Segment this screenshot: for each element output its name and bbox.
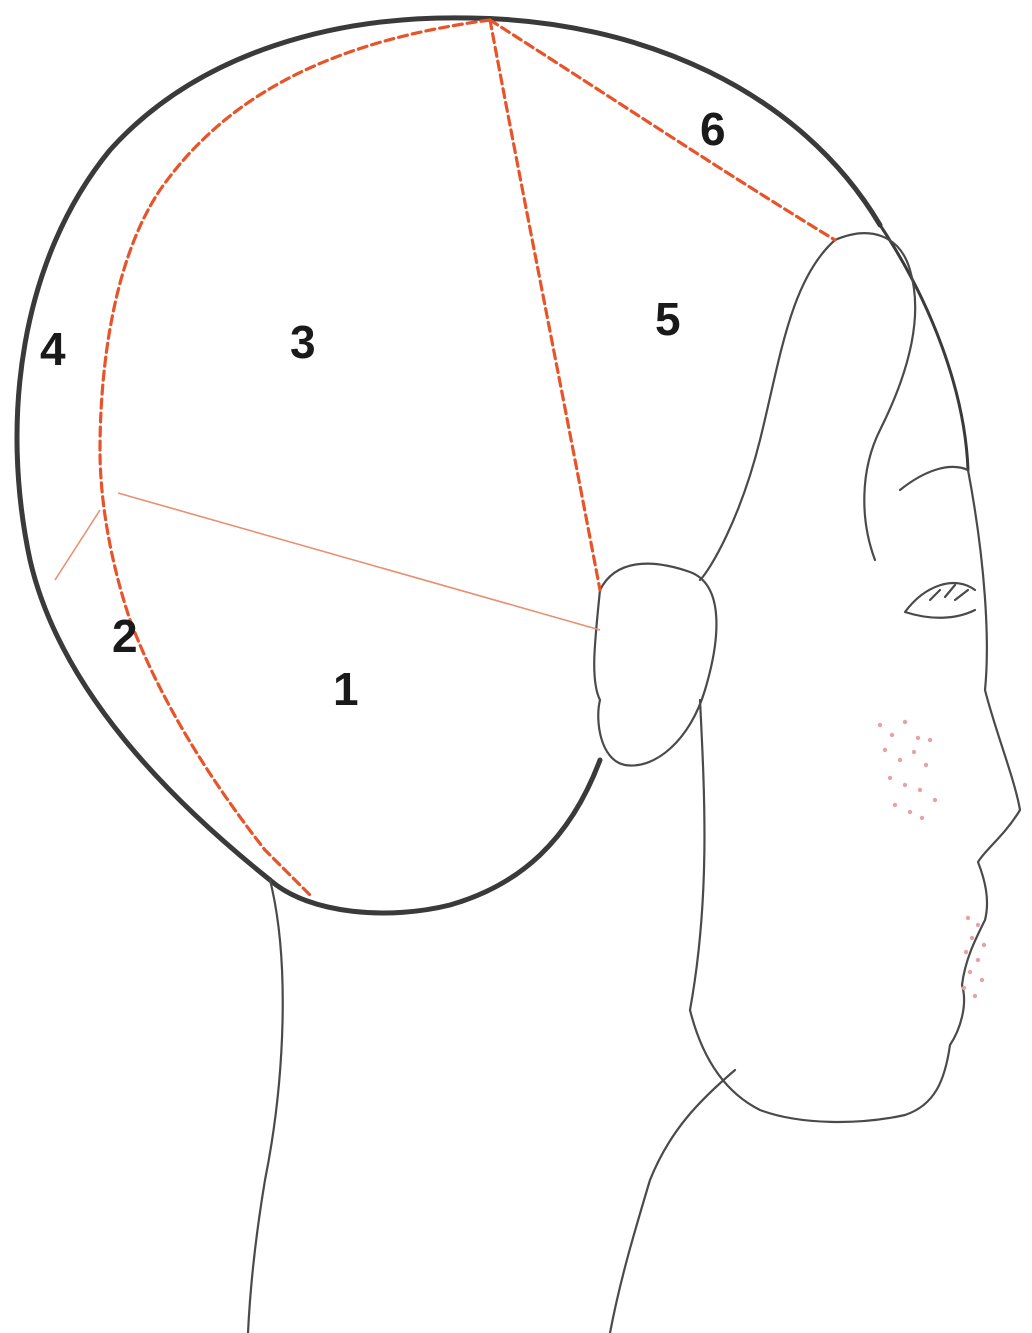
zone-labels: 1 2 3 4 5 6: [40, 103, 726, 715]
eye-icon: [905, 583, 975, 618]
section-line-crown-ear: [490, 20, 600, 590]
nape-outline: [270, 760, 600, 913]
zone-label-6: 6: [700, 103, 726, 155]
zone-label-2: 2: [112, 610, 138, 662]
cheek-blush: [878, 720, 937, 820]
ear: [594, 564, 716, 766]
face-profile-line: [690, 470, 1020, 1122]
brow-line: [900, 467, 968, 490]
zone-label-5: 5: [655, 293, 681, 345]
forehead-outline: [880, 225, 968, 470]
lip-blush: [962, 916, 986, 998]
neck-back-line: [248, 880, 283, 1333]
cheek-line: [690, 700, 704, 1010]
section-line-back-arc: [100, 20, 490, 895]
head-outline: [17, 18, 968, 913]
zone-label-3: 3: [290, 316, 316, 368]
temple-line: [700, 240, 835, 580]
section-line-nape: [55, 510, 100, 580]
hairline: [835, 233, 915, 560]
jaw-line: [610, 1070, 735, 1333]
section-line-horizontal: [118, 493, 600, 630]
skull-outline: [17, 18, 880, 880]
zone-label-1: 1: [333, 663, 359, 715]
ear-outline: [594, 564, 716, 766]
zone-label-4: 4: [40, 323, 66, 375]
blush-marks: [878, 720, 986, 998]
